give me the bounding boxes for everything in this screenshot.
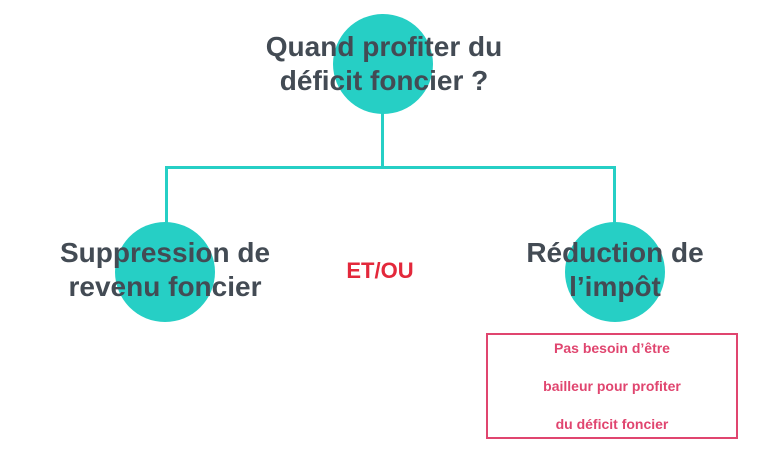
left-node-label: Suppression de revenu foncier [30, 236, 300, 304]
note-line1: Pas besoin d’être [554, 339, 670, 356]
note-box: Pas besoin d’être bailleur pour profiter… [486, 333, 738, 439]
note-text: Pas besoin d’être bailleur pour profiter… [543, 320, 681, 453]
top-node-circle [333, 14, 433, 114]
note-line2: bailleur pour profiter [543, 377, 681, 394]
note-line3: du déficit foncier [555, 415, 669, 432]
connector-horizontal [165, 166, 616, 169]
connector-label: ET/OU [346, 258, 414, 283]
right-node-line2: l’impôt [569, 271, 661, 302]
left-node-circle [115, 222, 215, 322]
left-node-line2: revenu foncier [68, 271, 262, 302]
connector-vertical-left [165, 166, 168, 228]
connector-vertical-right [613, 166, 616, 228]
top-node-label: Quand profiter du déficit foncier ? [234, 30, 534, 98]
right-node-line1: Réduction de [526, 237, 704, 268]
left-node-line1: Suppression de [59, 237, 271, 268]
connector-vertical-top [381, 100, 384, 168]
right-node-label: Réduction de l’impôt [480, 236, 750, 304]
right-node-circle [565, 222, 665, 322]
top-node-line2: déficit foncier ? [279, 65, 489, 96]
top-node-line1: Quand profiter du [265, 31, 503, 62]
